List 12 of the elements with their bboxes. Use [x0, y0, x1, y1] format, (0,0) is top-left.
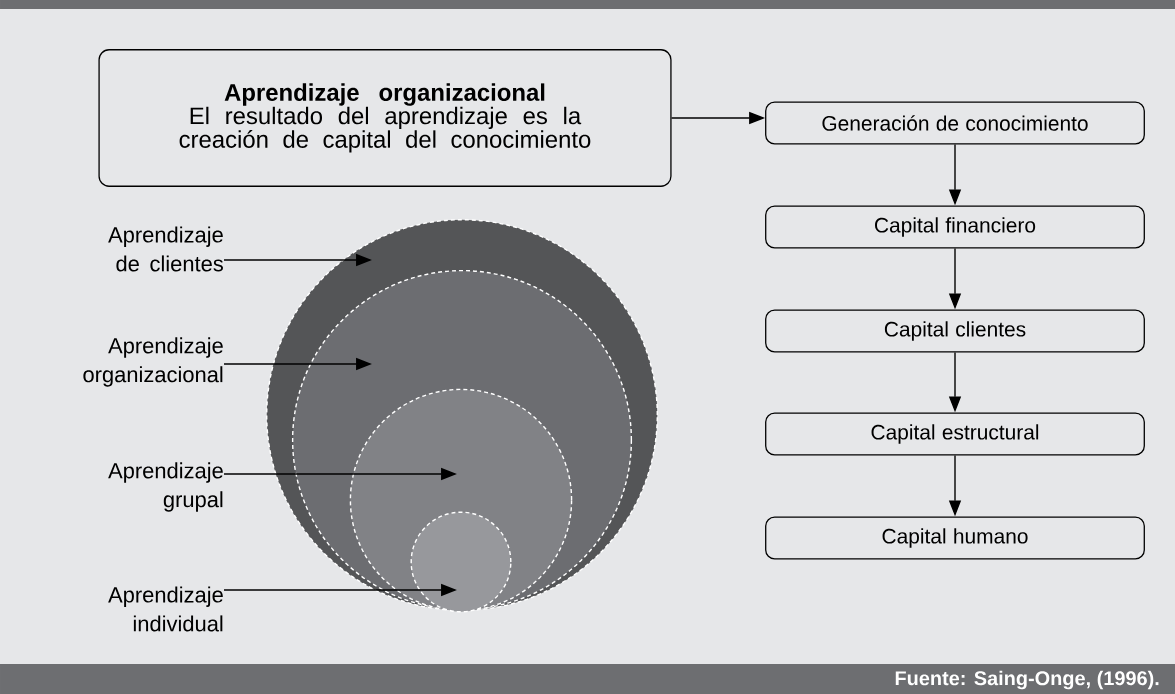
- circle-label: Aprendizaje grupal: [108, 462, 223, 512]
- process-box: Capital clientes: [765, 309, 1145, 353]
- source-note: Fuente: Saing-Onge, (1996).: [895, 670, 1159, 690]
- process-box: Capital financiero: [765, 205, 1145, 249]
- text-box: Aprendizaje organizacional El resultado del aprendizaje es la creación de capital del conocimiento: [98, 49, 672, 187]
- circle-label: Aprendizaje individual: [108, 586, 223, 632]
- process-box: Capital humano: [765, 516, 1145, 560]
- circle: [410, 511, 512, 613]
- circle-label: Aprendizaje de clientes: [108, 226, 223, 272]
- process-box: Generación de conocimiento: [765, 101, 1145, 145]
- process-box: Capital estructural: [765, 412, 1145, 456]
- circle-label: Aprendizaje organizacional: [83, 337, 223, 387]
